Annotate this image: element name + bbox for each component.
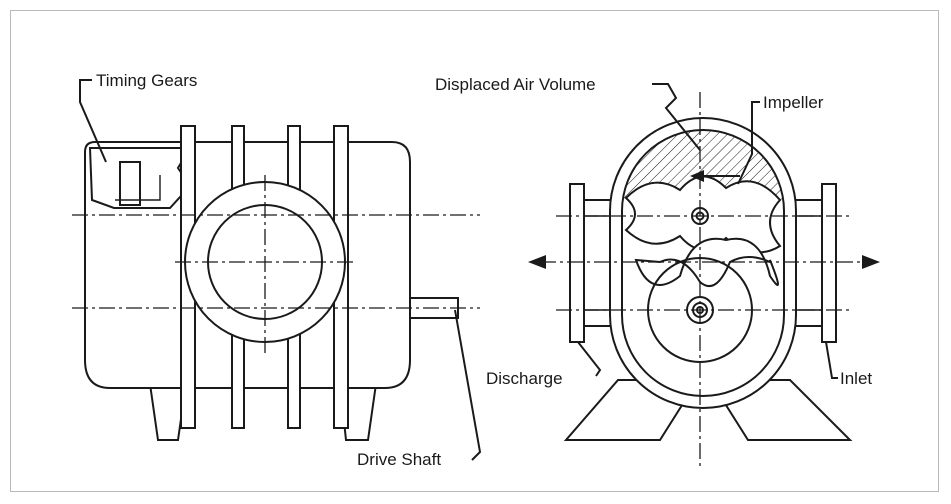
discharge-flow-arrow xyxy=(528,255,546,269)
side-view xyxy=(72,79,482,461)
discharge-leader xyxy=(577,341,602,377)
discharge-flange xyxy=(569,183,585,343)
label-impeller: Impeller xyxy=(763,93,824,112)
timing-gears-leader xyxy=(79,79,107,163)
inlet-flow-arrow xyxy=(862,255,880,269)
label-inlet: Inlet xyxy=(840,369,872,388)
label-displaced-air-volume: Displaced Air Volume xyxy=(435,75,596,94)
timing-gear xyxy=(119,161,141,206)
label-drive-shaft: Drive Shaft xyxy=(357,450,441,469)
end-view xyxy=(528,83,880,470)
impeller-leader xyxy=(737,101,760,185)
diagram-frame xyxy=(10,10,939,492)
inlet-leader xyxy=(825,341,838,379)
label-discharge: Discharge xyxy=(486,369,563,388)
inlet-flange xyxy=(821,183,837,343)
label-timing-gears: Timing Gears xyxy=(96,71,197,90)
drive-shaft-leader xyxy=(454,309,482,461)
displaced-air-leader xyxy=(652,83,701,151)
